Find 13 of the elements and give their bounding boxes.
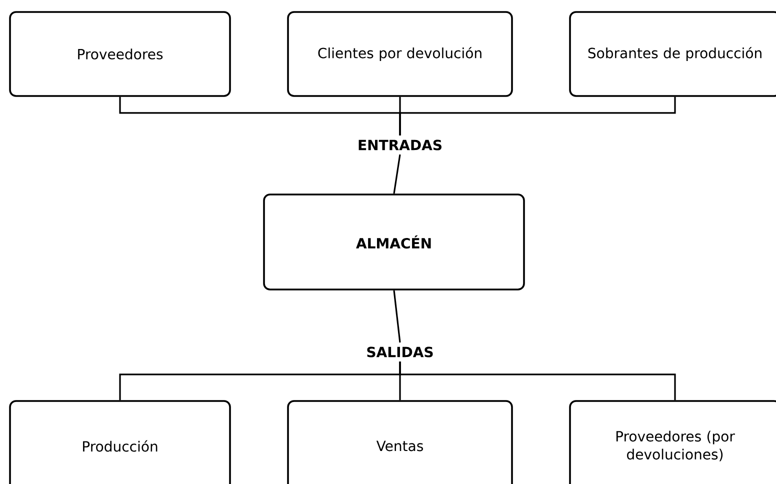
box: Ventas: [287, 400, 513, 484]
box: Proveedores: [9, 11, 231, 97]
box: Clientes por devolución: [287, 11, 513, 97]
box: ALMACÉN: [263, 194, 525, 290]
connector-line: [399, 96, 676, 136]
connector-line: [393, 154, 401, 194]
heading-label: ENTRADAS: [358, 140, 442, 150]
box: Producción: [9, 400, 231, 484]
connector-line: [399, 362, 676, 400]
box: Sobrantes de producción: [569, 11, 776, 97]
connector-line: [393, 290, 401, 343]
heading-label: SALIDAS: [367, 346, 433, 358]
box: Proveedores (por devoluciones): [569, 400, 776, 484]
